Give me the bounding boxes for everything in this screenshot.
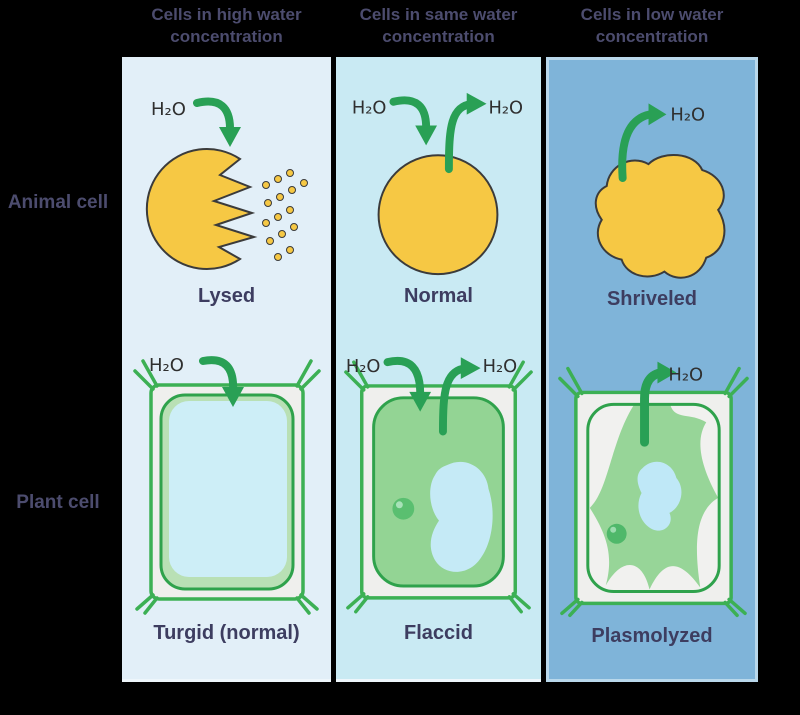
plant-cell-turgid-figure: H₂O: [133, 355, 321, 615]
nucleus: [392, 497, 415, 520]
lysed-animal-cell-shape: [145, 148, 258, 270]
plant-state-caption: Plasmolyzed: [591, 625, 713, 647]
vacuole: [637, 461, 682, 531]
column-header-same-water: Cells in same water concentration: [359, 5, 518, 47]
water-label: H₂O: [346, 356, 381, 377]
water-label: H₂O: [352, 98, 387, 119]
nucleus-highlight: [610, 526, 617, 533]
panel-high-water: H₂O Lysed H₂O Turgid (normal): [122, 57, 331, 682]
vacuole: [430, 461, 493, 572]
animal-state-caption: Lysed: [197, 285, 256, 307]
water-out-arrow-icon: [438, 357, 481, 436]
water-label: H₂O: [670, 104, 705, 125]
animal-state-caption: Shriveled: [606, 288, 698, 310]
water-label: H₂O: [668, 365, 703, 386]
panel-low-water: H₂O Shriveled H₂O Plasmolyzed: [546, 57, 758, 682]
panel-same-water: H₂O H₂O Normal H₂O: [336, 57, 541, 682]
shriveled-animal-cell-shape: [594, 153, 726, 279]
water-out-arrow-icon: [640, 361, 677, 447]
cell-contents-spill-dots: [262, 169, 308, 261]
water-label: H₂O: [483, 356, 518, 377]
water-in-arrow-icon: [383, 357, 432, 412]
row-label-plant-cell: Plant cell: [16, 492, 100, 513]
row-label-animal-cell: Animal cell: [7, 192, 109, 213]
nucleus-highlight: [395, 501, 403, 509]
water-in-arrow-icon: [199, 356, 244, 407]
cell-wall-corner-ticks: [344, 360, 533, 614]
vacuole: [169, 401, 287, 577]
normal-animal-cell-shape: [377, 154, 499, 276]
animal-cell-lysed-figure: H₂O: [145, 97, 308, 270]
water-out-arrow-icon: [618, 103, 667, 183]
water-out-arrow-icon: [444, 92, 487, 174]
animal-cell-normal-figure: H₂O H₂O: [352, 92, 524, 276]
plant-cell-plasmolyzed-figure: H₂O: [558, 361, 749, 618]
column-header-low-water: Cells in low water concentration: [580, 5, 724, 47]
nucleus: [606, 523, 627, 544]
animal-cell-shriveled-figure: H₂O: [594, 103, 726, 279]
plant-state-caption: Turgid (normal): [153, 622, 300, 644]
plant-state-caption: Flaccid: [404, 622, 473, 644]
water-in-arrow-icon: [193, 97, 241, 147]
plant-cell-flaccid-figure: H₂O H₂O: [344, 356, 533, 614]
cell-membrane-outline: [586, 402, 721, 593]
water-label: H₂O: [489, 98, 524, 119]
cell-wall-corner-ticks: [133, 359, 321, 615]
cell-wall-corner-ticks: [558, 366, 749, 618]
animal-state-caption: Normal: [404, 285, 473, 307]
water-in-arrow-icon: [389, 96, 438, 146]
water-label: H₂O: [151, 99, 186, 120]
column-header-high-water: Cells in high water concentration: [151, 5, 302, 47]
water-label: H₂O: [149, 355, 184, 376]
